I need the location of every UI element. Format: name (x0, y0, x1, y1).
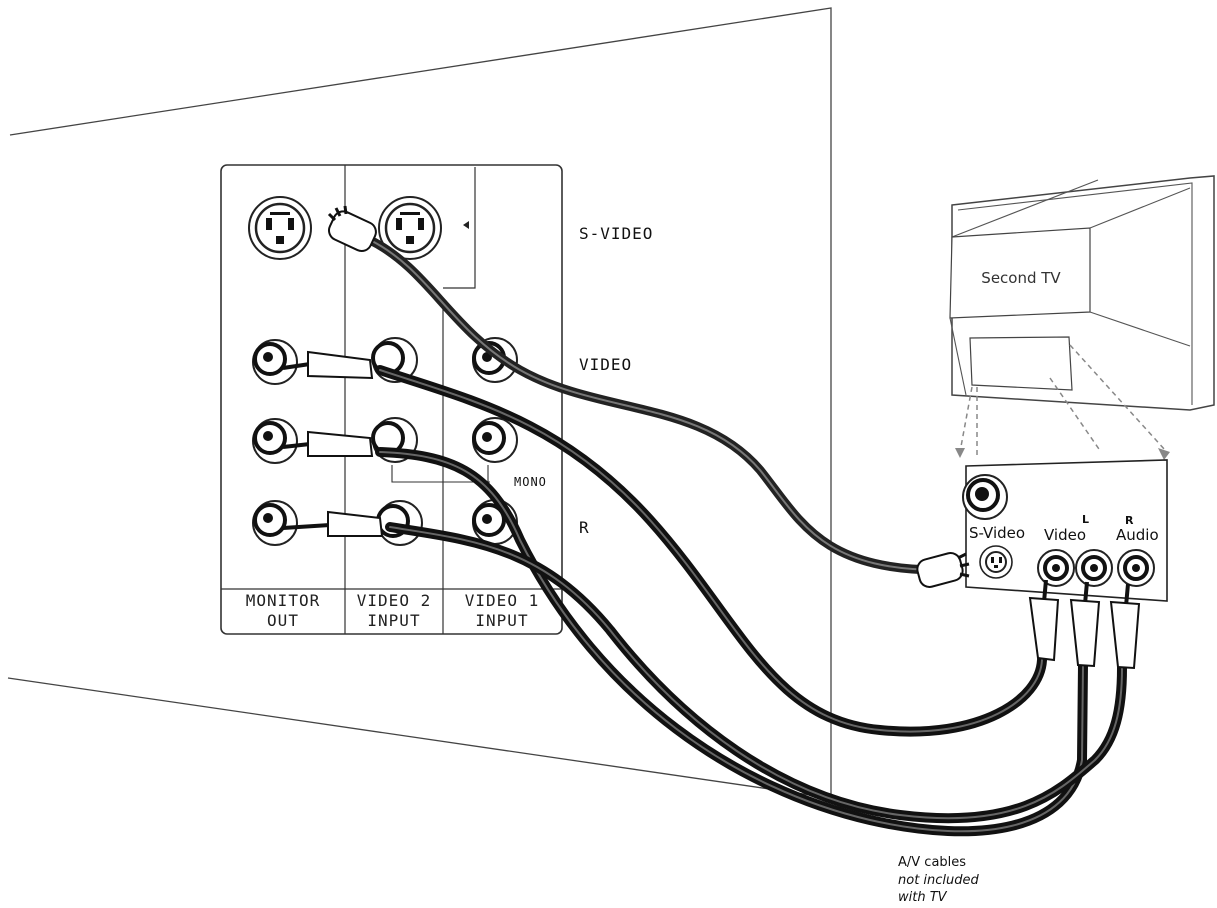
svideo-jack-video2 (378, 196, 442, 260)
tv-audio-left-jack (1075, 549, 1113, 587)
col-label-monitor-line1: MONITOR (246, 591, 320, 610)
tv-video-jack (1037, 549, 1075, 587)
tv-right-label: R (1125, 514, 1134, 527)
note-line2: not included (898, 873, 980, 888)
col-label-video1-line2: INPUT (475, 611, 528, 630)
rca-jack-monitor-right (252, 500, 298, 546)
tv-audio-right-jack (1117, 549, 1155, 587)
rca-jacks (252, 337, 518, 546)
panel-row-labels: S-VIDEO VIDEO MONO R (514, 224, 653, 537)
rca-jack-monitor-left (252, 418, 298, 464)
tv-left-label: L (1082, 513, 1089, 526)
antenna-jack (962, 474, 1008, 520)
rca-plug-video (282, 350, 374, 380)
rca-plug-tv-right (1109, 583, 1141, 670)
note-line1: A/V cables (898, 855, 966, 870)
svideo-plug-panel (327, 205, 377, 253)
col-label-video2-line2: INPUT (367, 611, 420, 630)
tv-svideo-jack (979, 545, 1013, 579)
rca-jack-video1-left (472, 417, 518, 463)
rca-jack-monitor-video (252, 339, 298, 385)
wall-outline (7, 7, 832, 799)
tv-audio-label: Audio (1116, 526, 1159, 544)
tv-svideo-label: S-Video (969, 524, 1025, 542)
col-label-monitor-line2: OUT (267, 611, 299, 630)
row-label-svideo: S-VIDEO (579, 224, 653, 243)
rca-plug-right (282, 510, 384, 537)
tv-title: Second TV (981, 269, 1061, 287)
cables (365, 235, 1127, 837)
svideo-jack-monitor-out (248, 196, 312, 260)
tv-jack-box: S-Video Video L R Audio (962, 459, 1168, 602)
row-label-right: R (579, 518, 590, 537)
note-line3: with TV (898, 890, 948, 905)
row-label-video: VIDEO (579, 355, 632, 374)
panel-column-labels: MONITOR OUT VIDEO 2 INPUT VIDEO 1 INPUT (246, 591, 539, 630)
rca-plug-left (282, 430, 374, 457)
col-label-video2-line1: VIDEO 2 (357, 591, 431, 610)
rca-plug-tv-left (1069, 581, 1101, 668)
tv-plugs (916, 552, 1141, 670)
svideo-plug-tv (916, 552, 970, 588)
panel-plugs (282, 205, 384, 537)
second-tv: Second TV (949, 175, 1215, 411)
callout-lines (955, 344, 1170, 460)
tv-video-label: Video (1044, 526, 1086, 544)
rca-jack-video2-right (376, 500, 423, 546)
rca-plug-tv-video (1028, 579, 1060, 662)
col-label-video1-line1: VIDEO 1 (465, 591, 539, 610)
row-label-mono: MONO (514, 475, 547, 489)
cable-note: A/V cables not included with TV (898, 855, 980, 905)
